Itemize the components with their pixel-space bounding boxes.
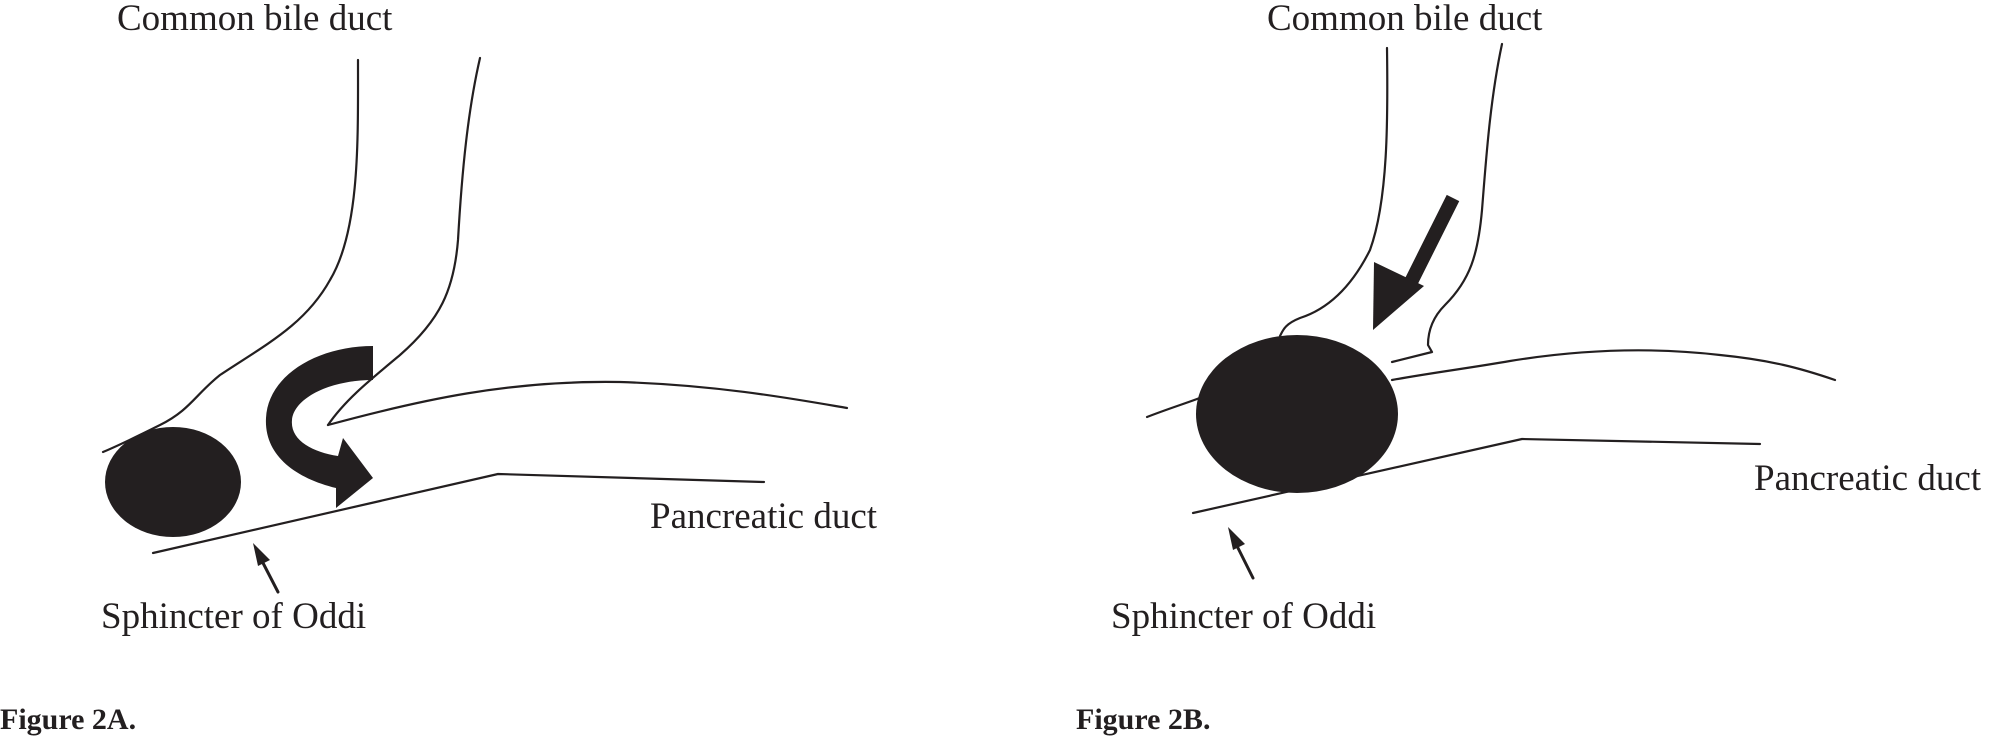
panel-a-sphincter-pointer-head: [253, 543, 270, 566]
panel-a-pancreatic-duct-label: Pancreatic duct: [650, 496, 878, 537]
panel-a-sphincter-pointer-line: [260, 559, 280, 594]
panel-b-caption: Figure 2B.: [1076, 703, 1210, 736]
panel-b-sphincter-label: Sphincter of Oddi: [1111, 596, 1376, 637]
panel-a-pancreatic-duct-upper-wall: [326, 380, 849, 427]
panel-a-reflux-arrow: [265, 346, 373, 508]
panel-a-sphincter-label: Sphincter of Oddi: [101, 596, 366, 637]
panel-b-bile-duct-right-wall: [1390, 42, 1504, 364]
panel-a: Common bile duct Pancreatic duct Sphinct…: [0, 0, 878, 736]
panel-a-gallstone: [105, 427, 241, 537]
panel-b-sphincter-pointer-line: [1235, 544, 1255, 580]
panel-b: Common bile duct Pancreatic duct Sphinct…: [1076, 0, 1982, 736]
panel-a-bile-duct-left-wall: [101, 58, 360, 454]
panel-a-pancreatic-duct-lower-wall: [151, 472, 766, 555]
panel-a-bile-duct-right-wall: [326, 56, 482, 427]
panel-b-pancreatic-duct-label: Pancreatic duct: [1754, 458, 1982, 499]
panel-a-caption: Figure 2A.: [0, 703, 136, 736]
panel-b-flow-arrow-head: [1373, 262, 1424, 330]
panel-b-bile-duct-left-wall: [1278, 46, 1389, 338]
panel-b-pancreatic-duct-upper-wall: [1390, 349, 1837, 382]
panel-b-sphincter-pointer-head: [1228, 527, 1245, 550]
panel-b-bile-duct-label: Common bile duct: [1267, 0, 1543, 39]
panel-b-gallstone: [1196, 335, 1398, 493]
panel-a-bile-duct-label: Common bile duct: [117, 0, 393, 39]
panel-b-flow-arrow-shaft: [1400, 194, 1460, 294]
